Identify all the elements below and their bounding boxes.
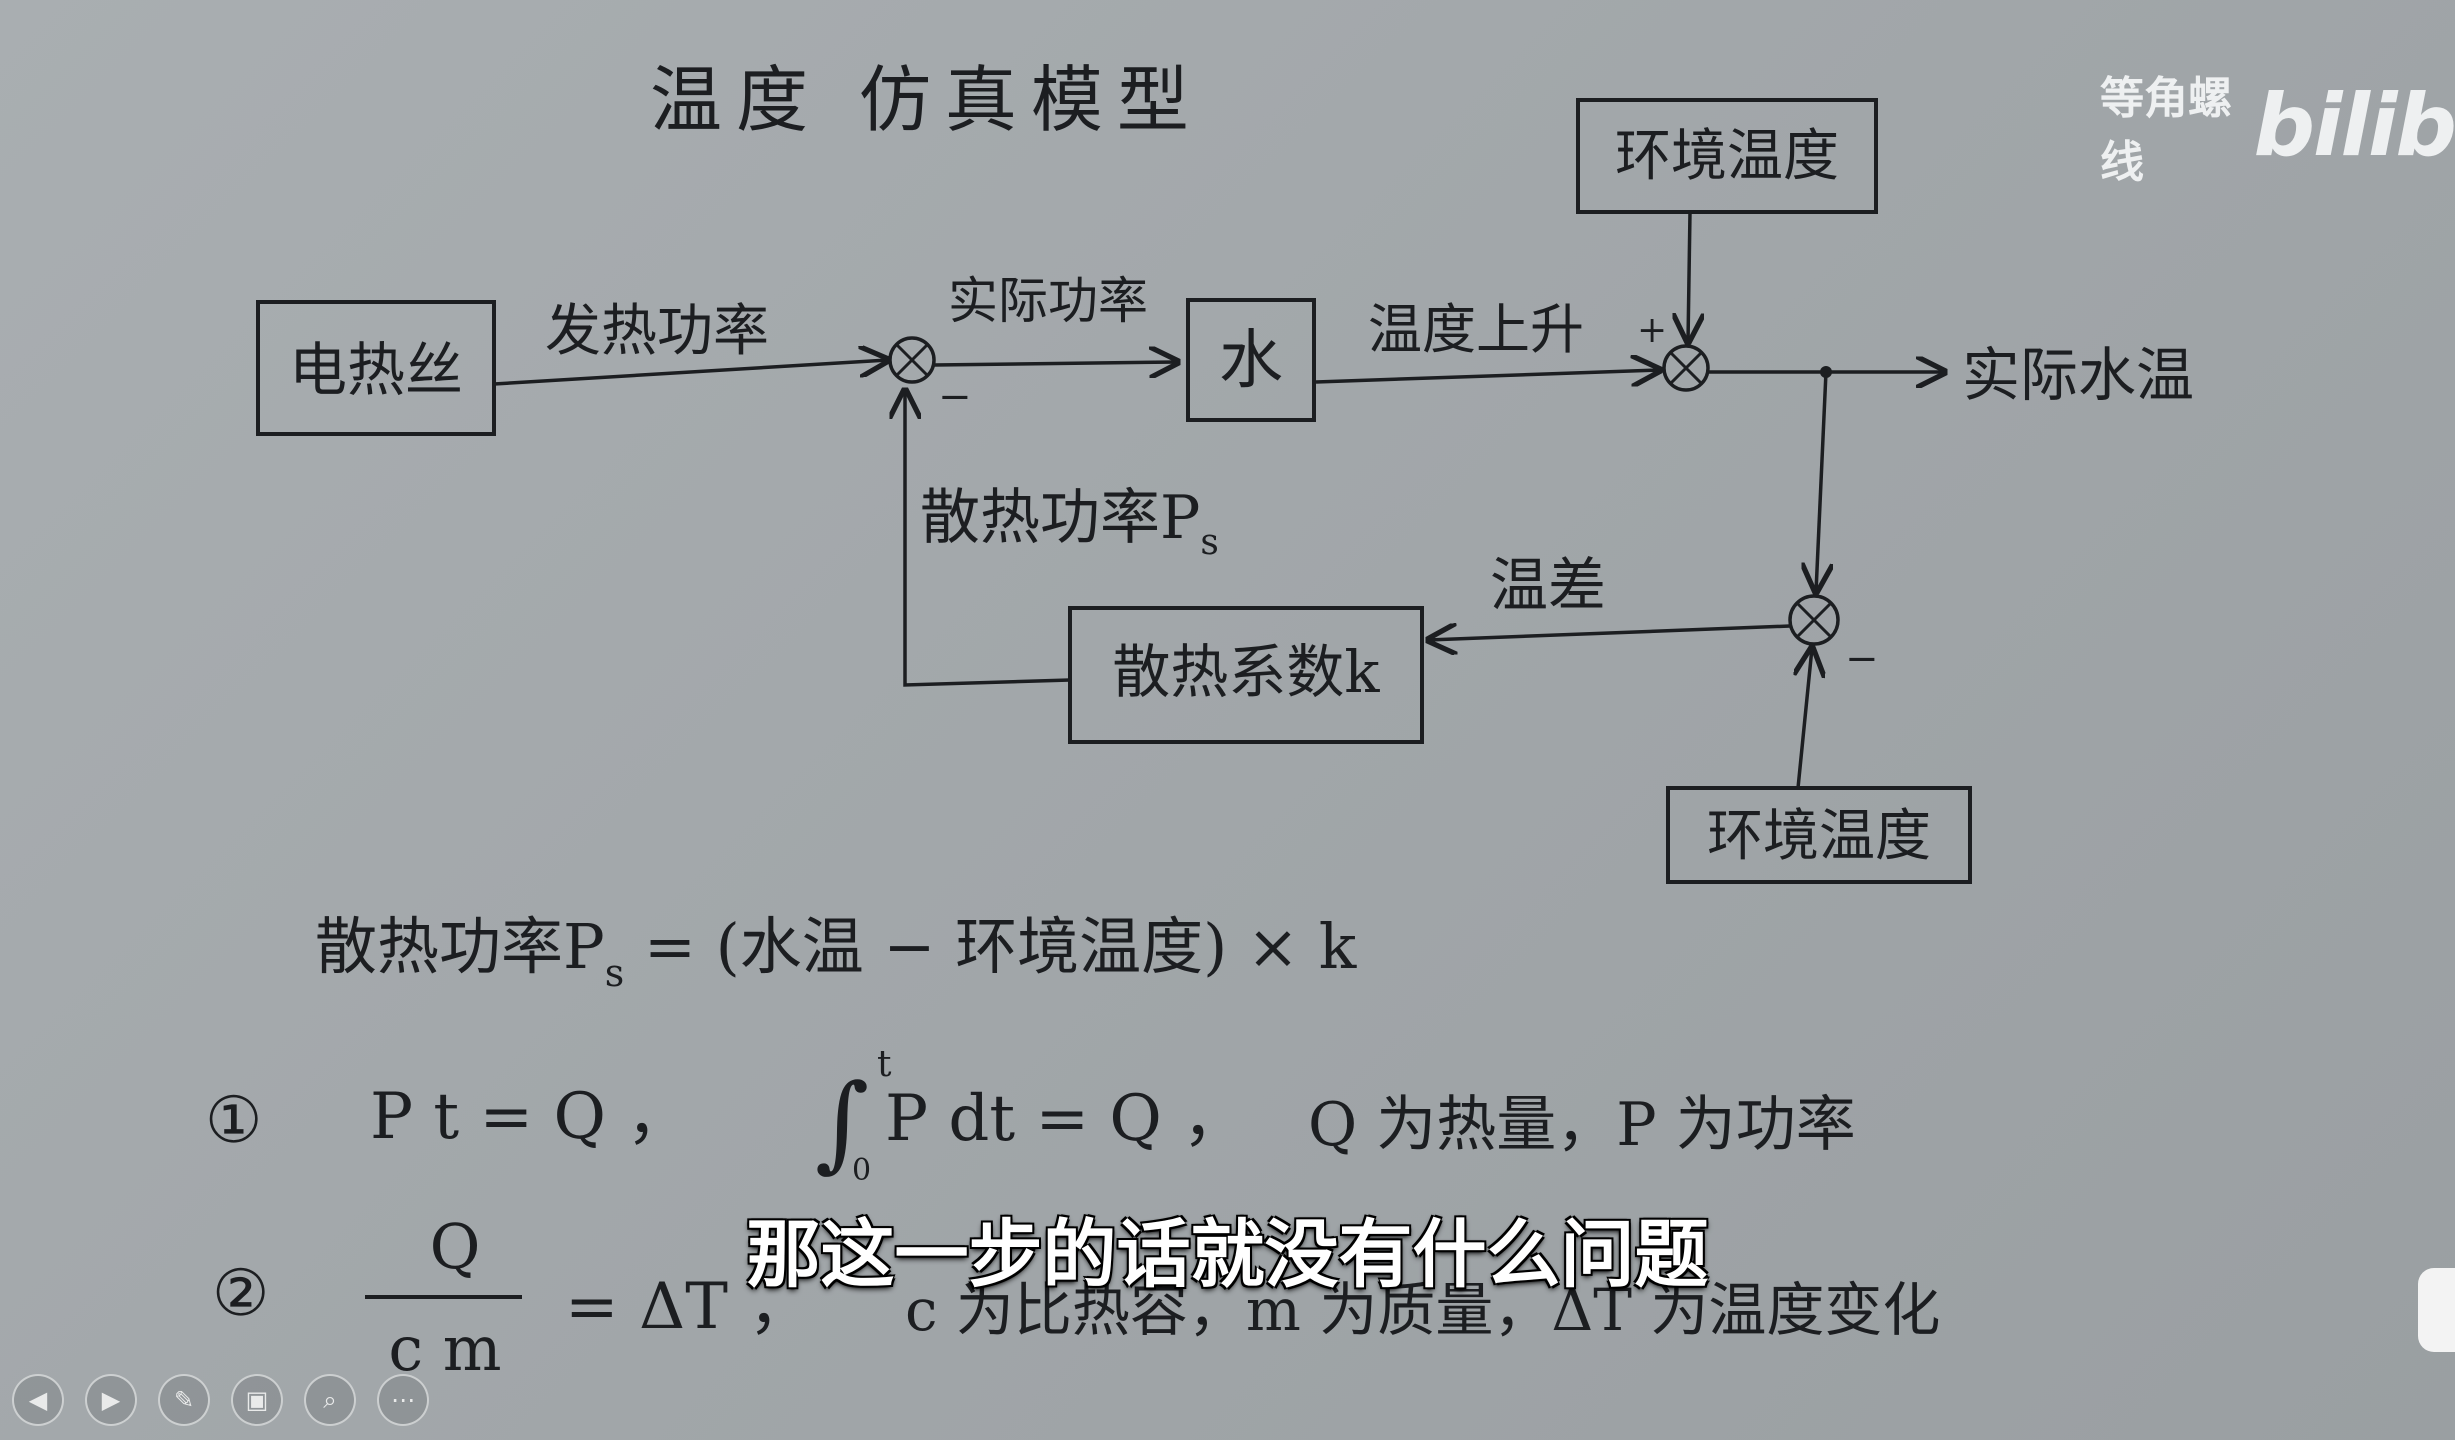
label-minus-diff: −: [1845, 636, 1879, 682]
block-heater-label: 电热丝: [289, 336, 463, 404]
arrow-branch-down: [1816, 371, 1826, 592]
formula2-denominator: c m: [388, 1312, 501, 1385]
block-ambient-top-label: 环境温度: [1615, 124, 1839, 189]
block-ambient-top: 环境温度: [1576, 98, 1878, 214]
block-ambient-bottom: 环境温度: [1666, 786, 1972, 884]
arrow-dissipation-feedback: [905, 390, 1071, 687]
formula-dissipation: 散热功率Ps = (水温 − 环境温度) × k: [315, 910, 1357, 995]
formula2-numerator: Q: [430, 1210, 481, 1283]
pen-icon[interactable]: ✎: [158, 1374, 210, 1426]
formula1-pt: P t = Q ，: [370, 1080, 690, 1154]
label-actual-power: 实际功率: [948, 272, 1148, 330]
arrow-temp-diff: [1428, 626, 1791, 640]
sum-junction-power: [888, 336, 936, 384]
watermark-channel-name: 等角螺线: [2100, 73, 2232, 188]
label-dissipation: 散热功率Ps: [920, 483, 1219, 563]
formula2-eq: = ΔT ，: [565, 1270, 812, 1344]
block-coef: 散热系数k: [1068, 606, 1424, 744]
formula1-upper: t: [877, 1044, 892, 1085]
block-water-label: 水: [1219, 324, 1283, 398]
prev-icon[interactable]: ◀: [12, 1374, 64, 1426]
slides-icon[interactable]: ▣: [231, 1374, 283, 1426]
block-coef-label: 散热系数k: [1112, 638, 1380, 706]
label-temp-rise: 温度上升: [1368, 298, 1584, 361]
arrow-heat-power: [493, 360, 888, 386]
label-plus: +: [1637, 310, 1667, 351]
arrow-actual-power: [933, 362, 1178, 365]
formula1-pdt: P dt = Q ，: [885, 1082, 1246, 1156]
arrow-temp-rise: [1315, 370, 1660, 382]
more-icon[interactable]: ⋯: [377, 1374, 429, 1426]
diagram-title: 温度 仿真模型: [650, 58, 1203, 142]
label-temp-diff: 温差: [1490, 551, 1606, 619]
watermark: 等角螺线 bilib: [2100, 62, 2455, 190]
label-actual-temp: 实际水温: [1962, 341, 2194, 409]
formula1-number: ①: [205, 1084, 262, 1158]
block-water: 水: [1186, 298, 1316, 422]
video-subtitle: 那这一步的话就没有什么问题: [746, 1212, 1709, 1298]
formula1-integral: ∫: [815, 1061, 869, 1183]
bilibili-logo: bilib: [2253, 76, 2455, 176]
block-heater: 电热丝: [256, 300, 496, 436]
player-controls: ◀ ▶ ✎ ▣ ⌕ ⋯: [12, 1374, 429, 1426]
label-minus-power: −: [938, 374, 972, 420]
side-panel-tab[interactable]: [2418, 1268, 2455, 1352]
formula1-lower: 0: [852, 1153, 871, 1188]
formula2-number: ②: [212, 1257, 269, 1331]
sum-junction-temp: [1662, 344, 1710, 392]
sum-junction-diff: [1788, 594, 1840, 646]
zoom-icon[interactable]: ⌕: [304, 1374, 356, 1426]
formula1-desc: Q 为热量，P 为功率: [1308, 1090, 1856, 1160]
formula2-desc: c 为比热容，m 为质量，ΔT 为温度变化: [905, 1276, 1940, 1344]
arrow-ambient-top: [1688, 211, 1690, 342]
arrow-ambient-bottom: [1798, 648, 1812, 789]
block-ambient-bottom-label: 环境温度: [1707, 804, 1931, 869]
next-icon[interactable]: ▶: [85, 1374, 137, 1426]
label-heat-power: 发热功率: [545, 299, 769, 364]
